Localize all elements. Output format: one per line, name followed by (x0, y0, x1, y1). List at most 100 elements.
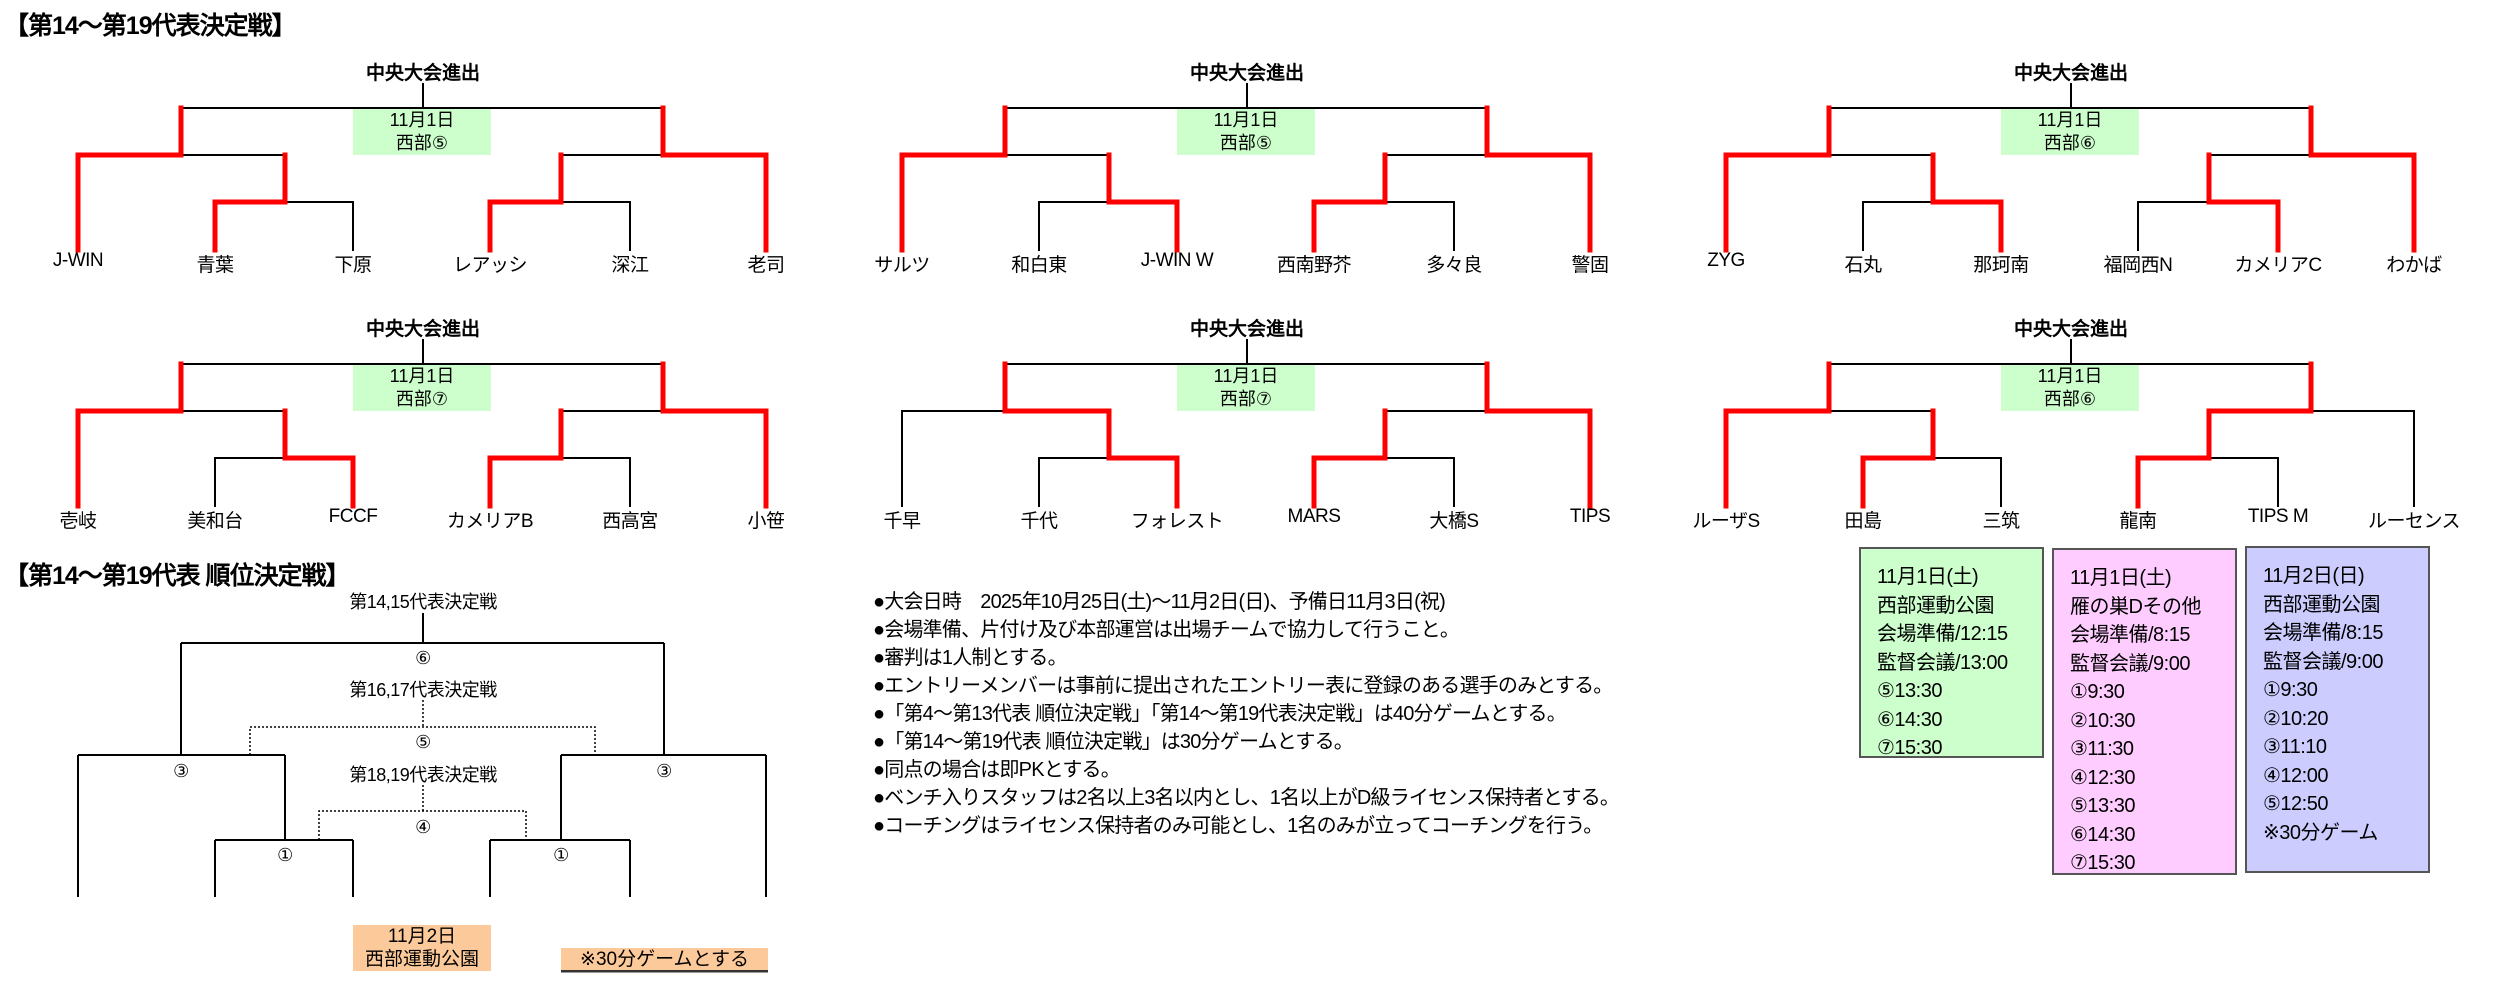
ranking-bracket-lines (77, 613, 767, 897)
note-item: ●コーチングはライセンス保持者のみ可能とし、1名のみが立ってコーチングを行う。 (873, 815, 1603, 837)
team-name: 青葉 (196, 255, 234, 276)
team-name: 三筑 (1982, 511, 2020, 532)
team-name: J-WIN (52, 250, 104, 271)
left-first-match-number: ① (277, 845, 293, 865)
bracket-3 (1723, 83, 2417, 253)
schedule-line: ⑥14:30 (2070, 823, 2135, 846)
team-name: ZYG (1707, 250, 1745, 271)
advance-label: 中央大会進出 (2013, 319, 2129, 340)
team-name: 下原 (334, 255, 372, 276)
ranking-venue: 西部運動公園 (364, 949, 479, 970)
team-name: 和白東 (1011, 255, 1067, 276)
schedule-line: ⑤13:30 (1877, 680, 1942, 702)
match-date: 11月1日 (389, 366, 455, 386)
match-venue: 西部⑦ (395, 389, 449, 409)
team-name: 千早 (883, 511, 921, 532)
advance-label: 中央大会進出 (365, 319, 481, 340)
team-name: ルーセンス (2367, 511, 2461, 532)
schedule-box: 11月1日(土) 西部運動公園会場準備/12:15 監督会議/13:00 ⑤13:30… (1859, 547, 2044, 759)
match-info-box: 11月1日西部⑥ (2001, 109, 2139, 155)
advance-label: 中央大会進出 (1189, 319, 1305, 340)
team-name: 西高宮 (602, 511, 658, 532)
schedule-line: ②10:30 (2070, 709, 2135, 732)
team-name: 田島 (1844, 511, 1882, 532)
bracket-5 (901, 339, 1593, 509)
team-name: 多々良 (1426, 255, 1482, 276)
team-name: 警固 (1571, 255, 1609, 276)
ranking-note: ※30分ゲームとする (561, 948, 768, 970)
bracket-2 (899, 83, 1593, 253)
match-date: 11月1日 (2037, 110, 2103, 130)
schedule-line: ⑤13:30 (2070, 795, 2135, 817)
team-name: カメリアB (446, 511, 534, 532)
schedule-line: 監督会議/13:00 (1877, 651, 2008, 674)
schedule-line: 11月1日(土) (1877, 566, 1979, 588)
note-item: ●「第4～第13代表 順位決定戦」「第14～第19代表決定戦」は40分ゲームとす… (873, 703, 1567, 725)
match-venue: 西部⑦ (1219, 389, 1273, 409)
team-name: 深江 (611, 255, 649, 276)
team-name: 福岡西N (2103, 255, 2173, 276)
note-item: ●ベンチ入りスタッフは2名以上3名以内とし、1名以上がD級ライセンス保持者とする… (873, 787, 1620, 809)
team-name: 壱岐 (59, 511, 97, 532)
match-venue: 西部⑤ (1219, 133, 1273, 153)
match-info-box: 11月1日西部⑦ (353, 365, 491, 411)
match-info-box: 11月1日西部⑥ (2001, 365, 2139, 411)
schedule-line: ⑦15:30 (2070, 852, 2135, 874)
mid-label: 第16,17代表決定戦 (349, 680, 497, 700)
team-name: わかば (2386, 255, 2442, 276)
match-venue: 西部⑥ (2043, 389, 2097, 409)
schedule-line: ※30分ゲーム (2263, 821, 2378, 844)
team-name: 美和台 (187, 511, 243, 532)
team-name: TIPS M (2247, 506, 2309, 527)
team-name: 大橋S (1429, 511, 1479, 532)
low-match-number: ④ (415, 817, 431, 837)
bracket-1 (75, 83, 769, 253)
team-name: J-WIN W (1140, 250, 1214, 271)
match-date: 11月1日 (2037, 366, 2103, 386)
match-info-box: 11月1日西部⑦ (1177, 365, 1315, 411)
schedule-line: 西部運動公園 (2263, 593, 2381, 616)
team-name: 老司 (747, 255, 785, 276)
schedule-line: ⑤12:50 (2263, 793, 2328, 815)
team-name: レアッシ (452, 255, 528, 276)
final-label: 第14,15代表決定戦 (349, 592, 497, 612)
schedule-line: ①9:30 (2263, 679, 2318, 701)
right-semi-match-number: ③ (656, 761, 672, 781)
final-match-number: ⑥ (415, 648, 431, 668)
match-info-box: 11月1日西部⑤ (1177, 109, 1315, 155)
schedule-line: 西部運動公園 (1877, 594, 1995, 617)
team-name: ルーザS (1692, 511, 1760, 532)
note-item: ●審判は1人制とする。 (873, 647, 1068, 669)
notes-list: ●大会日時 2025年10月25日(土)～11月2日(日)、予備日11月3日(祝… (873, 588, 1620, 840)
page-title: 【第14～第19代表決定戦】 (4, 12, 297, 40)
schedule-line: 監督会議/9:00 (2070, 652, 2190, 675)
schedule-line: ④12:00 (2263, 764, 2328, 787)
ranking-dotted-lines (249, 700, 596, 840)
schedule-line: 会場準備/8:15 (2070, 624, 2190, 646)
mid-match-number: ⑤ (415, 732, 431, 752)
mid-dotted-bar (249, 726, 596, 755)
advance-label: 中央大会進出 (1189, 63, 1305, 84)
team-name: 小笹 (747, 511, 785, 532)
team-name: 那珂南 (1973, 255, 2029, 276)
advance-label: 中央大会進出 (2013, 63, 2129, 84)
schedule-line: 会場準備/12:15 (1877, 623, 2008, 645)
bracket-4 (75, 339, 769, 509)
team-name: 石丸 (1844, 255, 1882, 276)
team-name: カメリアC (2234, 255, 2322, 276)
match-date: 11月1日 (1213, 110, 1279, 130)
match-venue: 西部⑥ (2043, 133, 2097, 153)
low-label: 第18,19代表決定戦 (349, 765, 497, 785)
schedule-line: 雁の巣Dその他 (2070, 595, 2201, 618)
team-name: TIPS (1569, 506, 1611, 527)
schedule-line: ⑥14:30 (1877, 708, 1942, 731)
note-item: ●同点の場合は即PKとする。 (873, 759, 1121, 781)
note-item: ●エントリーメンバーは事前に提出されたエントリー表に登録のある選手のみとする。 (873, 675, 1613, 697)
team-name: MARS (1287, 506, 1341, 527)
schedule-line: ③11:30 (2070, 738, 2134, 760)
schedule-line: 11月2日(日) (2263, 565, 2365, 587)
ranking-title: 【第14～第19代表 順位決定戦】 (4, 562, 351, 590)
match-venue: 西部⑤ (395, 133, 449, 153)
schedule-line: 監督会議/9:00 (2263, 650, 2383, 673)
